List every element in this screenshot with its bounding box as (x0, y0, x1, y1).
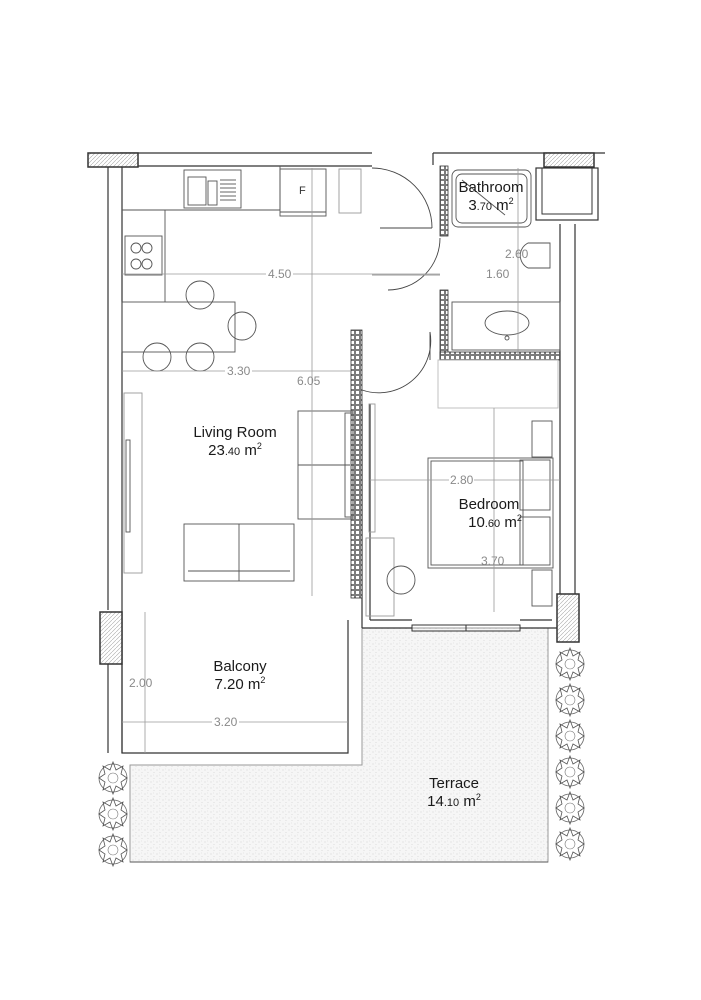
shrubs-right (555, 647, 585, 861)
room-name: Living Room (193, 424, 277, 441)
room-label-balcony: Balcony 7.20 m2 (190, 658, 290, 694)
room-area: 7.20 m2 (214, 675, 266, 694)
bedroom-furniture (365, 359, 559, 617)
room-label-bathroom: Bathroom 3.70 m2 (446, 179, 536, 216)
dimension-3-30: 3.30 (225, 364, 253, 378)
room-area: 23.40 m2 (208, 441, 262, 460)
bathroom-fixtures (451, 169, 561, 351)
room-name: Bathroom (458, 179, 524, 196)
walls (87, 152, 605, 753)
room-area: 14.10 m2 (427, 792, 481, 811)
room-label-bedroom: Bedroom 10.60 m2 (440, 496, 550, 533)
room-area: 3.70 m2 (468, 196, 514, 215)
dimension-4-50: 4.50 (266, 267, 294, 281)
room-area: 10.60 m2 (468, 513, 522, 532)
doors (361, 167, 441, 394)
room-name: Bedroom (458, 496, 520, 513)
dimension-2-00: 2.00 (129, 676, 153, 690)
room-name: Terrace (428, 775, 480, 792)
kitchen-fixtures (121, 166, 362, 372)
dimension-1-60: 1.60 (485, 267, 511, 281)
room-name: Balcony (213, 658, 267, 675)
living-furniture (123, 392, 354, 582)
interior-walls (350, 165, 561, 599)
dimension-3-20: 3.20 (212, 715, 240, 729)
dimension-2-60: 2.60 (505, 247, 529, 261)
shrubs-left (98, 761, 128, 867)
room-label-living: Living Room 23.40 m2 (180, 424, 290, 461)
dimension-3-70: 3.70 (481, 554, 505, 568)
room-label-terrace: Terrace 14.10 m2 (404, 775, 504, 812)
dimension-6-05: 6.05 (297, 374, 321, 388)
dimension-2-80: 2.80 (449, 473, 475, 487)
fridge-label: F (299, 185, 306, 197)
